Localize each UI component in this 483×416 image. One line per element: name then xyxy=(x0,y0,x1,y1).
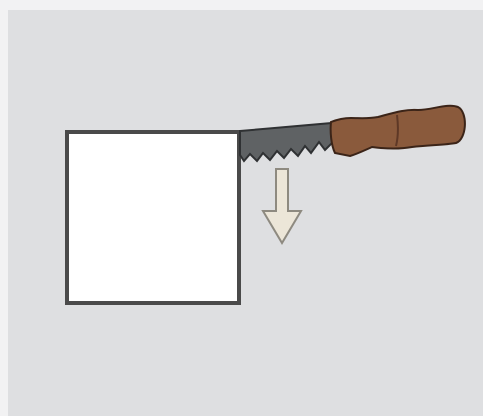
down-arrow-icon xyxy=(263,169,301,243)
square-outline xyxy=(67,132,239,303)
saw-blade xyxy=(240,123,333,161)
hand-saw-icon xyxy=(240,106,465,161)
